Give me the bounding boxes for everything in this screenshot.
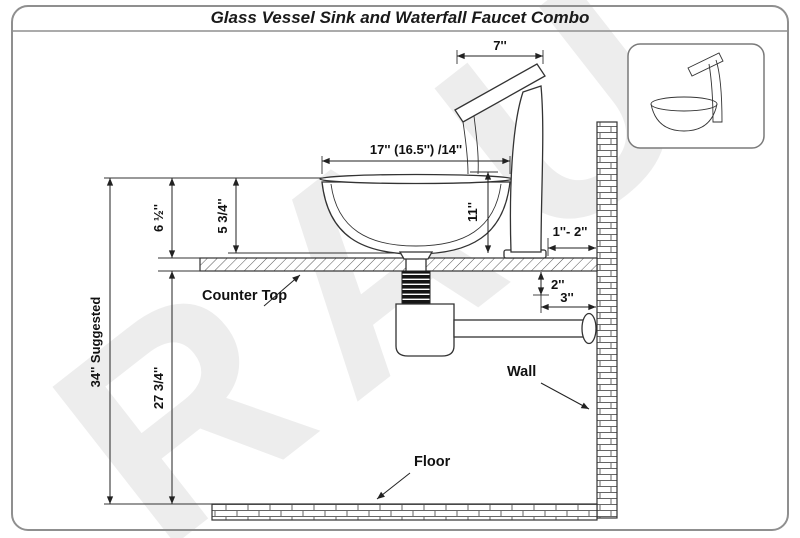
counter-top bbox=[199, 257, 598, 272]
counter-top-arrow bbox=[263, 274, 301, 307]
dim-drain-drop: 2'' bbox=[537, 272, 564, 295]
dim-label-6half: 6 ½'' bbox=[151, 204, 166, 232]
p-trap bbox=[395, 303, 455, 357]
waterfall-faucet bbox=[454, 63, 547, 259]
page-border bbox=[11, 5, 789, 531]
faucet-plate bbox=[454, 63, 546, 123]
dim-label-3: 3'' bbox=[560, 290, 573, 305]
wall-brick bbox=[596, 121, 618, 519]
dim-label-1-2: 1''- 2'' bbox=[553, 224, 588, 239]
dim-label-11: 11'' bbox=[465, 202, 480, 222]
dim-label-5-3-4: 5 3/4'' bbox=[215, 198, 230, 233]
dim-rim-to-counter: 6 ½'' bbox=[151, 178, 176, 258]
dim-faucet-plate-width: 7'' bbox=[457, 38, 543, 60]
dim-label-27-3-4: 27 3/4'' bbox=[151, 367, 166, 409]
dimensions: 7'' 17'' (16.5'') /14'' 11'' 6 ½'' 5 3/4… bbox=[88, 38, 596, 504]
sink-rim bbox=[319, 173, 513, 185]
wall-flange bbox=[581, 312, 597, 345]
thumbnail-frame bbox=[627, 43, 765, 149]
dim-label-34: 34'' Suggested bbox=[88, 297, 103, 388]
label-wall: Wall bbox=[507, 364, 536, 380]
thumbnail-sink bbox=[650, 96, 718, 132]
label-floor: Floor bbox=[414, 454, 451, 470]
callouts: Counter Top Wall Floor bbox=[202, 274, 590, 500]
drain-arm bbox=[453, 319, 587, 338]
extension-lines bbox=[104, 50, 549, 505]
page-title: Glass Vessel Sink and Waterfall Faucet C… bbox=[211, 8, 590, 27]
water-stream bbox=[462, 115, 479, 175]
dim-under-counter: 27 3/4'' bbox=[151, 271, 176, 504]
dim-label-2: 2'' bbox=[551, 277, 564, 292]
dim-bowl-height: 5 3/4'' bbox=[215, 178, 240, 253]
dim-counter-height: 34'' Suggested bbox=[88, 178, 114, 504]
thumbnail-faucet bbox=[687, 52, 724, 123]
dim-label-17: 17'' (16.5'') /14'' bbox=[370, 142, 462, 157]
sink-mount-ring bbox=[398, 251, 434, 260]
floor-arrow bbox=[376, 472, 411, 500]
dim-faucet-height: 11'' bbox=[465, 172, 492, 253]
dim-label-7: 7'' bbox=[493, 38, 506, 53]
vessel-sink bbox=[319, 173, 513, 260]
dim-sink-diameter: 17'' (16.5'') /14'' bbox=[322, 142, 510, 165]
faucet-body bbox=[509, 85, 544, 253]
dim-faucet-wall-gap: 1''- 2'' bbox=[548, 224, 596, 252]
floor-brick bbox=[211, 503, 598, 521]
label-counter-top: Counter Top bbox=[202, 288, 287, 304]
dim-drain-wall-distance: 3'' bbox=[541, 290, 596, 311]
drain-corrugated bbox=[401, 270, 431, 305]
thumbnail-box bbox=[627, 43, 765, 149]
wall-arrow bbox=[540, 382, 590, 410]
